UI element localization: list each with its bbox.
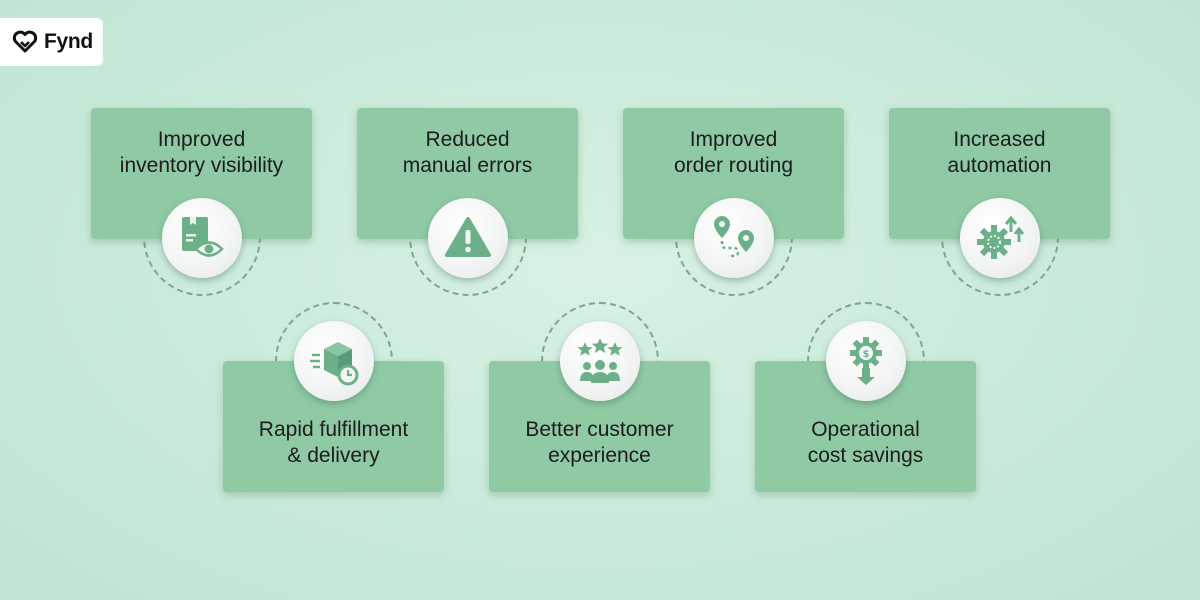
fynd-logo: Fynd bbox=[0, 18, 103, 66]
warning-icon bbox=[445, 217, 491, 257]
svg-text:$: $ bbox=[863, 349, 870, 360]
benefit-icon-badge bbox=[694, 198, 774, 278]
benefit-icon-badge bbox=[960, 198, 1040, 278]
heart-logo-icon bbox=[12, 30, 38, 53]
benefit-icon-badge bbox=[294, 321, 374, 401]
benefit-icon-badge bbox=[162, 198, 242, 278]
box-eye-icon bbox=[182, 217, 224, 257]
gear-dollar-icon: $ bbox=[850, 337, 882, 385]
benefit-icon-badge: $ bbox=[826, 321, 906, 401]
stars-people-icon bbox=[577, 338, 623, 383]
benefit-title: Rapid fulfillment& delivery bbox=[258, 418, 409, 467]
brand-name: Fynd bbox=[44, 30, 93, 53]
package-clock-icon bbox=[310, 342, 359, 386]
benefit-icon-badge bbox=[560, 321, 640, 401]
benefit-icon-badge bbox=[428, 198, 508, 278]
gear-arrows-icon bbox=[977, 215, 1025, 259]
route-pins-icon bbox=[714, 216, 754, 258]
